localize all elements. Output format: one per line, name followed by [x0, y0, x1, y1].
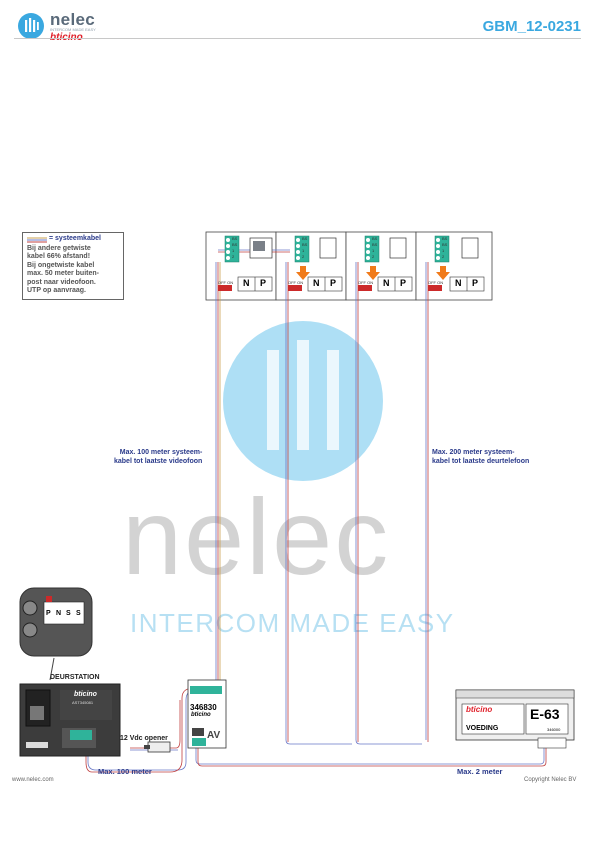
closeup-terminal: S	[76, 610, 81, 617]
p-label: P	[472, 278, 479, 288]
arrow-down-icon	[296, 266, 310, 280]
av-module	[187, 679, 227, 749]
arrow-down-icon	[436, 266, 450, 280]
terminal-label: 2	[372, 254, 375, 259]
terminal-block	[224, 235, 240, 263]
door-opener-icon	[144, 741, 171, 753]
n-label: N	[455, 278, 462, 288]
terminal-block	[364, 235, 380, 263]
doorstation-code: AST345081	[72, 700, 94, 705]
off-on-switch	[358, 285, 372, 291]
document-code: GBM_12-0231	[482, 18, 581, 35]
n-label: N	[313, 278, 320, 288]
indoor-unit-3	[358, 235, 413, 292]
module-code: 346830	[190, 703, 217, 712]
distance-label-100: Max. 100 meter	[98, 767, 152, 776]
legend-line: Bij ongetwiste kabel	[27, 261, 95, 269]
p-label: P	[400, 278, 407, 288]
legend-title: = systeemkabel	[49, 235, 101, 242]
terminal-label: 1	[302, 248, 305, 253]
psu-code: 346000	[547, 727, 561, 732]
terminal-closeup	[19, 587, 93, 681]
opener-label: 12 Vdc opener	[120, 735, 168, 742]
note-right-max: Max. 200 meter systeem- kabel tot laatst…	[432, 448, 529, 466]
watermark-word: nelec	[122, 476, 391, 597]
switch-label: OFF ON	[288, 280, 304, 285]
terminal-label: BS	[372, 242, 378, 247]
terminal-label: BS	[302, 242, 308, 247]
legend-line: kabel 66% afstand!	[27, 253, 91, 261]
power-supply-unit	[455, 689, 575, 749]
legend-line: max. 50 meter buiten-	[27, 270, 99, 278]
module-brand: bticino	[191, 712, 211, 718]
off-on-switch	[288, 285, 302, 291]
deurtelefoon-icon	[389, 237, 407, 259]
psu-model: E-63	[530, 706, 560, 722]
switch-label: OFF ON	[358, 280, 374, 285]
terminal-label: BS	[442, 236, 448, 241]
indoor-unit-1	[218, 235, 273, 292]
note-line: Max. 100 meter systeem-	[119, 449, 203, 456]
note-left-max: Max. 100 meter systeem- kabel tot laatst…	[114, 448, 202, 466]
n-label: N	[243, 278, 250, 288]
nelec-logo-icon	[18, 13, 44, 39]
legend-line: Bij andere getwiste	[27, 245, 91, 252]
arrow-down-icon	[366, 266, 380, 280]
closeup-terminal: P	[46, 610, 51, 617]
legend-box: = systeemkabel Bij andere getwiste kabel…	[22, 232, 124, 300]
watermark-logo-icon	[223, 321, 383, 481]
doorstation-panel	[19, 683, 121, 757]
terminal-label: 1	[442, 248, 445, 253]
indoor-unit-4	[428, 235, 485, 292]
legend-line: UTP op aanvraag.	[27, 287, 87, 295]
terminal-label: 2	[232, 254, 235, 259]
psu-brand: bticino	[466, 705, 493, 714]
note-line: kabel tot laatste deurtelefoon	[432, 458, 530, 465]
terminal-label: 2	[442, 254, 445, 259]
n-label: N	[383, 278, 390, 288]
terminal-block	[434, 235, 450, 263]
terminal-label: BS	[302, 236, 308, 241]
terminal-label: 1	[372, 248, 375, 253]
switch-label: OFF ON	[218, 280, 234, 285]
closeup-terminal: N	[56, 610, 62, 617]
psu-label: VOEDING	[466, 725, 499, 732]
distance-label-2: Max. 2 meter	[457, 767, 503, 776]
logo-tagline: INTERCOM MADE EASY	[50, 27, 96, 32]
cable-symbol-icon	[27, 237, 47, 243]
header-divider	[14, 38, 581, 39]
terminal-label: BS	[232, 236, 238, 241]
note-line: Max. 200 meter systeem-	[432, 449, 515, 456]
switch-label: OFF ON	[428, 280, 444, 285]
footer-website: www.nelec.com	[12, 777, 54, 783]
terminal-label: 1	[232, 248, 235, 253]
brand-logo: bticino	[50, 32, 83, 43]
off-on-switch	[218, 285, 232, 291]
terminal-label: BS	[442, 242, 448, 247]
closeup-terminal: S	[66, 610, 71, 617]
module-label: AV	[207, 730, 221, 741]
terminal-label: BS	[372, 236, 378, 241]
p-label: P	[260, 278, 267, 288]
off-on-switch	[428, 285, 442, 291]
doorstation-brand: bticino	[74, 691, 97, 698]
watermark-tagline: INTERCOM MADE EASY	[130, 608, 455, 638]
terminal-label: BS	[232, 242, 238, 247]
legend-line: post naar videofoon.	[27, 278, 96, 286]
terminal-label: 2	[302, 254, 305, 259]
indoor-unit-2	[288, 235, 343, 292]
terminal-block	[294, 235, 310, 263]
footer-copyright: Copyright Nelec BV	[524, 777, 577, 783]
note-line: kabel tot laatste videofoon	[114, 458, 203, 465]
doorstation-label: DEURSTATION	[50, 674, 100, 681]
deurtelefoon-icon	[461, 237, 479, 259]
p-label: P	[330, 278, 337, 288]
deurtelefoon-icon	[319, 237, 337, 259]
logo-name: nelec	[50, 10, 95, 29]
